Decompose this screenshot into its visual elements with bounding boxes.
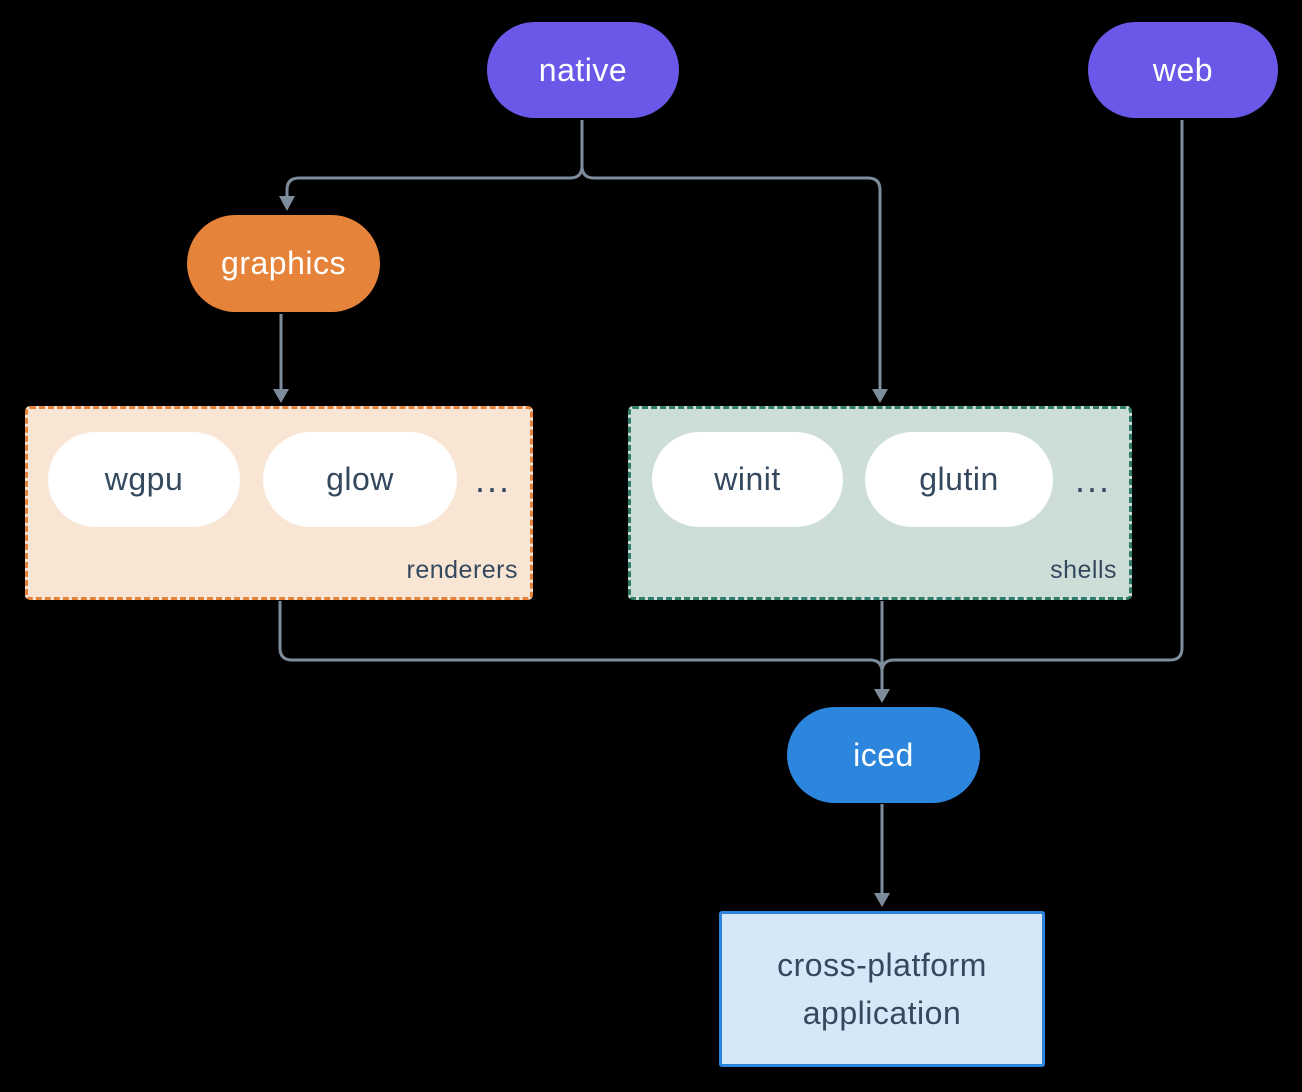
group-shells: winit glutin ... shells bbox=[628, 406, 1132, 600]
node-wgpu-label: wgpu bbox=[104, 461, 184, 497]
node-cross-platform-application: cross-platform application bbox=[719, 911, 1045, 1067]
node-iced: iced bbox=[787, 707, 980, 803]
node-glutin: glutin bbox=[865, 432, 1053, 527]
shells-ellipsis: ... bbox=[1074, 458, 1111, 500]
connector-native-to-graphics bbox=[285, 120, 584, 197]
shells-group-label: shells bbox=[1050, 556, 1117, 584]
renderers-group-label: renderers bbox=[406, 556, 518, 584]
node-wgpu: wgpu bbox=[48, 432, 240, 527]
node-graphics: graphics bbox=[187, 215, 380, 312]
node-iced-label: iced bbox=[853, 736, 914, 773]
node-native: native bbox=[487, 22, 679, 118]
node-graphics-label: graphics bbox=[221, 245, 346, 281]
arrowhead-shells bbox=[872, 389, 888, 403]
arrowhead-app bbox=[874, 893, 890, 907]
node-winit: winit bbox=[652, 432, 843, 527]
node-glow: glow bbox=[263, 432, 457, 527]
node-winit-label: winit bbox=[714, 461, 781, 497]
connector-renderers-to-merge bbox=[278, 601, 884, 673]
renderers-ellipsis: ... bbox=[474, 458, 511, 500]
node-web: web bbox=[1088, 22, 1278, 118]
arrowhead-iced bbox=[874, 689, 890, 703]
node-glutin-label: glutin bbox=[919, 461, 999, 497]
node-native-label: native bbox=[538, 51, 628, 88]
connector-native-to-shells bbox=[580, 120, 882, 390]
node-web-label: web bbox=[1152, 51, 1214, 88]
node-app-label: cross-platform application bbox=[777, 947, 987, 1031]
arrowhead-renderers bbox=[273, 389, 289, 403]
group-renderers: wgpu glow ... renderers bbox=[25, 406, 533, 600]
arrowhead-graphics bbox=[279, 196, 295, 211]
node-glow-label: glow bbox=[326, 461, 394, 497]
